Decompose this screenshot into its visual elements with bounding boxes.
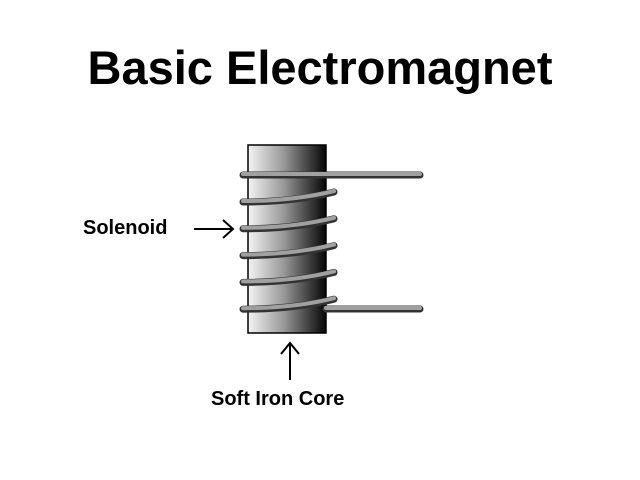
- coil-turn: [241, 269, 336, 284]
- page-title: Basic Electromagnet: [87, 41, 553, 94]
- solenoid-coil: [239, 188, 338, 313]
- core-label: Soft Iron Core: [211, 388, 345, 410]
- coil-turn: [241, 215, 336, 230]
- solenoid-label: Solenoid: [83, 217, 168, 239]
- coil-turn: [241, 189, 336, 203]
- coil-turn: [241, 296, 336, 311]
- solenoid-arrow: [194, 219, 235, 239]
- core-arrow: [280, 341, 300, 380]
- coil-turn: [241, 242, 336, 257]
